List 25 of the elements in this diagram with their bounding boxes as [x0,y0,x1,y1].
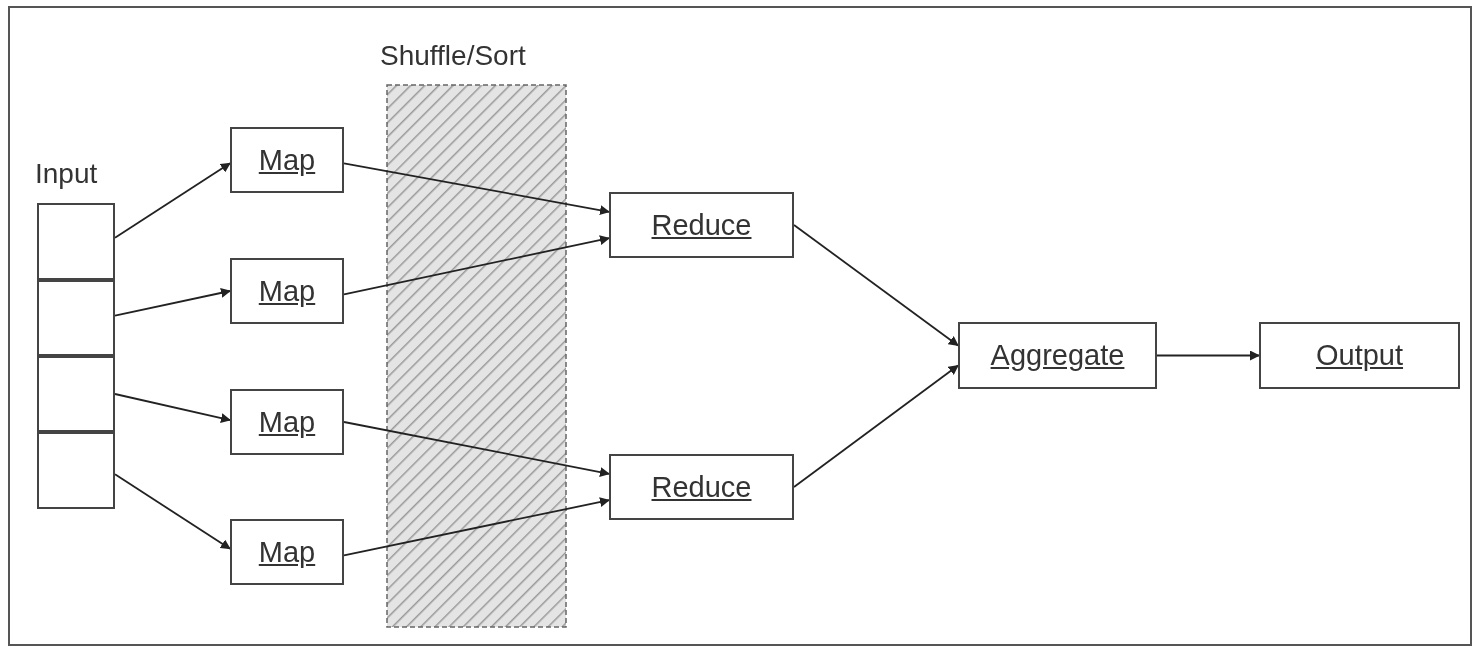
stack-heading: Input [35,158,98,190]
input-cell [37,356,115,432]
band-heading: Shuffle/Sort [380,40,526,72]
arrow [1156,350,1260,361]
process-box: Map [230,519,344,585]
input-cell [37,203,115,280]
arrow [114,473,231,550]
arrow [793,224,959,347]
process-box: Aggregate [958,322,1157,389]
process-box: Reduce [609,192,794,258]
arrow [343,162,610,216]
arrow [114,393,231,423]
process-box: Map [230,127,344,193]
arrow [343,235,610,296]
arrow [114,162,231,239]
input-cell [37,432,115,509]
process-box: Output [1259,322,1460,389]
process-box: Reduce [609,454,794,520]
process-box: Map [230,258,344,324]
arrow [793,364,959,488]
input-cell [37,280,115,356]
arrow [114,288,231,317]
process-box: Map [230,389,344,455]
arrow [343,497,610,557]
arrow [343,421,610,477]
